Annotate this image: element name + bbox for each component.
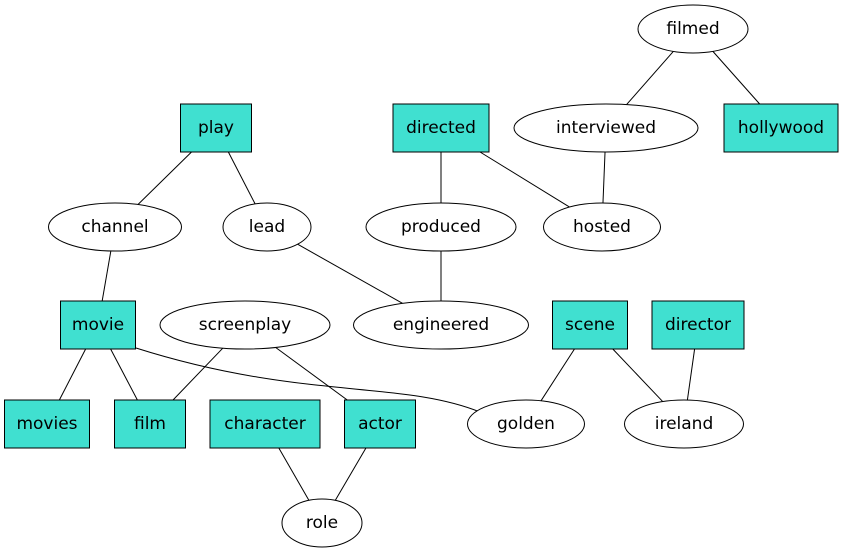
edge-play-lead [227, 151, 256, 205]
node-label-engineered: engineered [393, 315, 489, 335]
node-character: character [209, 399, 321, 449]
edge-movie-golden [135, 347, 481, 413]
node-play: play [180, 103, 252, 153]
node-label-hollywood: hollywood [738, 118, 824, 138]
node-shape-ireland [624, 399, 744, 449]
node-filmed: filmed [637, 4, 749, 54]
node-label-interviewed: interviewed [556, 118, 656, 138]
edge-director-ireland [686, 348, 696, 401]
node-shape-scene [552, 300, 628, 350]
node-label-lead: lead [249, 217, 285, 237]
node-produced: produced [365, 202, 517, 252]
node-label-film: film [134, 414, 166, 434]
node-interviewed: interviewed [513, 103, 699, 153]
edge-filmed-hollywood [712, 51, 761, 105]
edge-movie-movies [58, 348, 87, 401]
node-shape-channel [48, 202, 182, 252]
node-shape-interviewed [513, 103, 699, 153]
node-ireland: ireland [624, 399, 744, 449]
node-label-produced: produced [401, 217, 481, 237]
node-director: director [651, 300, 745, 350]
edge-actor-role [334, 447, 367, 501]
node-shape-golden [467, 399, 585, 449]
node-shape-movie [60, 300, 136, 350]
node-label-channel: channel [81, 217, 148, 237]
edge-screenplay-film [172, 347, 224, 401]
edge-filmed-interviewed [626, 51, 674, 105]
node-label-directed: directed [406, 118, 476, 138]
node-hosted: hosted [543, 202, 661, 252]
node-shape-engineered [353, 300, 529, 350]
node-shape-film [114, 399, 186, 449]
node-shape-actor [344, 399, 416, 449]
node-label-character: character [224, 414, 305, 434]
node-shape-filmed [637, 4, 749, 54]
node-shape-screenplay [159, 300, 331, 350]
node-shape-hosted [543, 202, 661, 252]
edge-movie-film [110, 348, 138, 401]
node-label-role: role [306, 513, 338, 533]
edge-interviewed-hosted [602, 151, 606, 204]
node-golden: golden [467, 399, 585, 449]
node-movies: movies [4, 399, 90, 449]
edge-channel-movie [101, 250, 112, 302]
node-label-director: director [665, 315, 731, 335]
node-screenplay: screenplay [159, 300, 331, 350]
node-label-movies: movies [16, 414, 77, 434]
edge-scene-ireland [612, 348, 664, 402]
edge-directed-hosted [479, 151, 570, 208]
node-label-actor: actor [358, 414, 402, 434]
node-movie: movie [60, 300, 136, 350]
node-label-screenplay: screenplay [199, 315, 292, 335]
node-label-golden: golden [497, 414, 555, 434]
node-shape-hollywood [723, 103, 839, 153]
node-label-scene: scene [565, 315, 615, 335]
node-directed: directed [392, 103, 490, 153]
node-scene: scene [552, 300, 628, 350]
edge-character-role [278, 447, 310, 501]
node-label-hosted: hosted [573, 217, 631, 237]
node-actor: actor [344, 399, 416, 449]
node-label-ireland: ireland [655, 414, 714, 434]
node-film: film [114, 399, 186, 449]
node-label-play: play [198, 118, 234, 138]
node-hollywood: hollywood [723, 103, 839, 153]
node-shape-movies [4, 399, 90, 449]
edge-play-channel [137, 151, 192, 205]
node-shape-director [651, 300, 745, 350]
node-shape-character [209, 399, 321, 449]
node-label-movie: movie [72, 315, 124, 335]
edge-layer [58, 51, 761, 501]
node-role: role [281, 498, 363, 548]
node-engineered: engineered [353, 300, 529, 350]
node-label-filmed: filmed [666, 19, 719, 39]
node-layer: filmed play directed interviewed hollywood ch… [4, 4, 839, 548]
node-shape-produced [365, 202, 517, 252]
node-shape-lead [222, 202, 312, 252]
node-shape-directed [392, 103, 490, 153]
edge-lead-engineered [297, 243, 403, 304]
node-shape-play [180, 103, 252, 153]
edge-screenplay-actor [275, 346, 348, 401]
node-shape-role [281, 498, 363, 548]
node-channel: channel [48, 202, 182, 252]
node-lead: lead [222, 202, 312, 252]
edge-scene-golden [540, 348, 575, 402]
